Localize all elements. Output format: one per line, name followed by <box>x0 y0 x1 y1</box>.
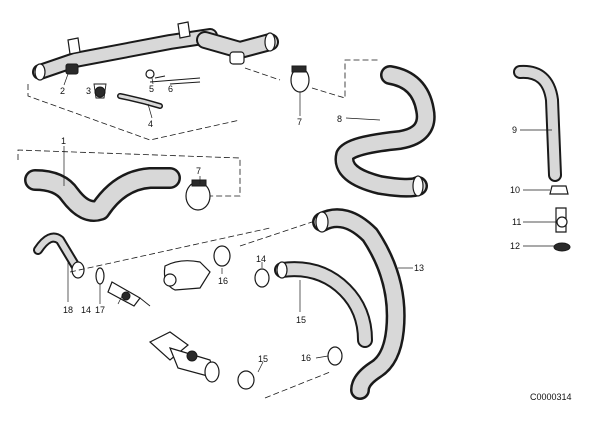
clamp-7-top <box>290 65 310 93</box>
coolant-pipe-assembly <box>32 21 279 85</box>
clamp-16-bottom <box>327 346 343 366</box>
hose-1 <box>24 167 181 222</box>
hose-13 <box>312 208 406 400</box>
hose-9 <box>513 64 562 182</box>
callout-11: 11 <box>512 217 521 227</box>
callouts: 1 2 3 4 5 6 7 7 8 9 10 11 12 <box>60 73 556 373</box>
callout-13: 13 <box>414 263 424 273</box>
leader-line <box>264 371 331 399</box>
callout-17: 17 <box>95 305 105 315</box>
callout-2: 2 <box>60 86 65 96</box>
hose-18 <box>33 232 105 285</box>
screw-parts <box>93 83 163 109</box>
group-outline-bottom <box>69 227 271 273</box>
callout-12: 12 <box>510 241 520 251</box>
callout-18: 18 <box>63 305 73 315</box>
hose-8 <box>334 65 436 198</box>
callout-6: 6 <box>168 84 173 94</box>
thermostat-housing <box>148 331 255 390</box>
callout-7-top: 7 <box>297 117 302 127</box>
callout-3: 3 <box>86 86 91 96</box>
callout-14-left: 14 <box>81 305 91 315</box>
group-outline-left <box>17 149 241 197</box>
leader-line <box>239 221 313 247</box>
callout-1: 1 <box>61 136 66 146</box>
callout-9: 9 <box>512 125 517 135</box>
hose-15 <box>274 261 373 348</box>
sensor-17 <box>107 281 151 307</box>
callout-14-middle: 14 <box>256 254 266 264</box>
connector-16 <box>163 245 270 291</box>
callout-15-bottom: 15 <box>258 354 268 364</box>
callout-4: 4 <box>148 119 153 129</box>
callout-15-middle: 15 <box>296 315 306 325</box>
group-outline-top <box>27 84 241 141</box>
callout-10: 10 <box>510 185 520 195</box>
image-code: C0000314 <box>530 392 572 402</box>
clamp-7-left <box>185 179 211 211</box>
callout-16-bottom: 16 <box>301 353 311 363</box>
parts-10-11-12 <box>549 185 571 252</box>
leader-line <box>244 67 281 81</box>
callout-8: 8 <box>337 114 342 124</box>
callout-16-middle: 16 <box>218 276 228 286</box>
callout-5: 5 <box>149 84 154 94</box>
leader-line <box>311 59 380 99</box>
callout-7-left: 7 <box>196 166 201 176</box>
